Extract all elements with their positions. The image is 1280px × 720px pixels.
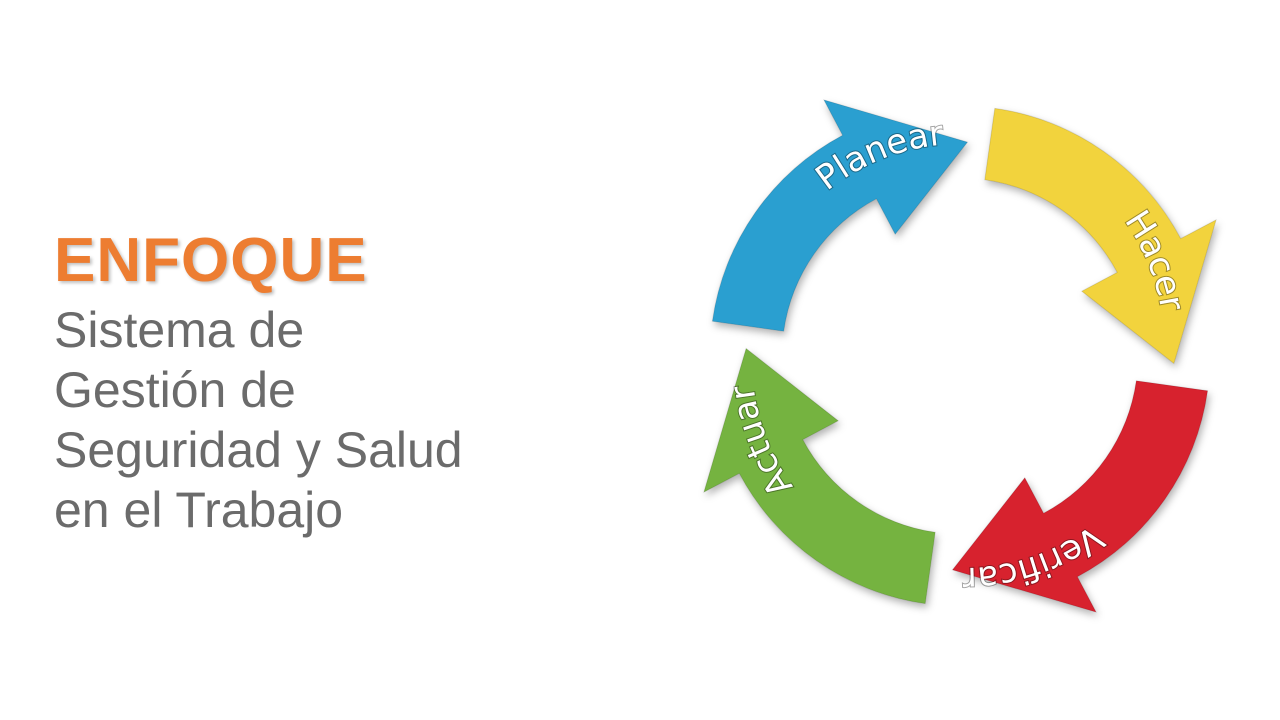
subtitle-line-3: Seguridad y Salud: [54, 422, 463, 478]
arrow-hacer: [984, 107, 1217, 365]
arrow-actuar: [703, 347, 936, 605]
title-block: ENFOQUE Sistema de Gestión de Seguridad …: [54, 222, 574, 540]
subtitle-line-2: Gestión de: [54, 362, 296, 418]
subtitle-line-1: Sistema de: [54, 302, 305, 358]
cycle-arrows: [703, 99, 1217, 613]
pdca-cycle-svg: Planear Hacer Verificar Actuar: [703, 99, 1217, 613]
arrow-planear: [711, 99, 969, 332]
slide-heading: ENFOQUE: [54, 226, 368, 295]
arrow-verificar: [951, 380, 1209, 613]
pdca-cycle-diagram: Planear Hacer Verificar Actuar: [640, 40, 1280, 680]
subtitle-line-4: en el Trabajo: [54, 482, 344, 538]
